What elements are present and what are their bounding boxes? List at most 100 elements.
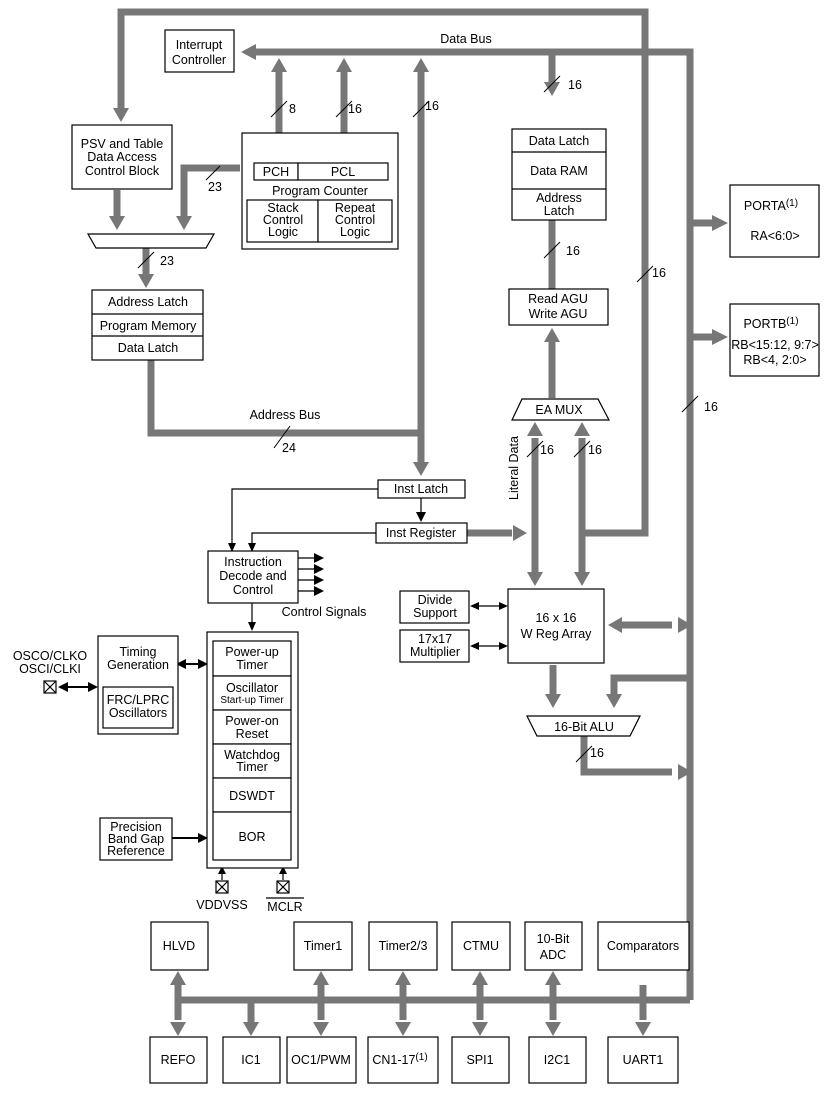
svg-text:Reset: Reset bbox=[236, 727, 269, 741]
agu-block: Read AGU Write AGU bbox=[508, 288, 609, 326]
svg-text:Generation: Generation bbox=[107, 658, 169, 672]
svg-text:16: 16 bbox=[425, 99, 439, 113]
peripheral-timer23: Timer2/3 bbox=[379, 939, 428, 953]
bus-labels: Data Bus Address Bus Control Signals Lit… bbox=[250, 32, 521, 619]
literal-data-label: Literal Data bbox=[507, 436, 521, 500]
porta: PORTA(1) RA<6:0> bbox=[729, 184, 820, 258]
svg-text:Repeat: Repeat bbox=[335, 201, 376, 215]
svg-text:VDDVSS: VDDVSS bbox=[196, 898, 247, 912]
svg-text:Power-up: Power-up bbox=[225, 645, 279, 659]
inst-latch: Inst Latch bbox=[377, 479, 466, 499]
peripheral-i2c1: I2C1 bbox=[544, 1053, 570, 1067]
svg-text:OSCO/CLKO: OSCO/CLKO bbox=[13, 649, 88, 663]
svg-text:Watchdog: Watchdog bbox=[224, 748, 280, 762]
svg-text:Logic: Logic bbox=[268, 225, 298, 239]
reset-timer-column: Power-up Timer Oscillator Start-up Timer… bbox=[206, 631, 299, 869]
address-bus bbox=[147, 360, 421, 437]
svg-text:Band Gap: Band Gap bbox=[108, 832, 164, 846]
instruction-decode: Instruction Decode and Control bbox=[207, 550, 299, 604]
svg-text:Oscillators: Oscillators bbox=[109, 706, 167, 720]
svg-text:RB<15:12, 9:7>: RB<15:12, 9:7> bbox=[731, 338, 819, 352]
svg-text:Data Latch: Data Latch bbox=[529, 134, 590, 148]
svg-text:Address Latch: Address Latch bbox=[108, 295, 188, 309]
svg-text:W Reg Array: W Reg Array bbox=[521, 627, 593, 641]
svg-text:Control: Control bbox=[233, 583, 273, 597]
portb: PORTB(1) RB<15:12, 9:7> RB<4, 2:0> bbox=[729, 303, 820, 377]
svg-text:Support: Support bbox=[413, 606, 457, 620]
svg-text:24: 24 bbox=[282, 441, 296, 455]
address-mux bbox=[86, 233, 216, 249]
svg-text:Control Block: Control Block bbox=[85, 164, 160, 178]
svg-text:23: 23 bbox=[160, 254, 174, 268]
peripheral-spi1: SPI1 bbox=[466, 1053, 493, 1067]
signal-lines bbox=[58, 488, 508, 880]
w-reg-array: 16 x 16 W Reg Array bbox=[507, 588, 605, 664]
svg-text:Data Access: Data Access bbox=[87, 150, 156, 164]
bus-width-markers: 8 16 16 16 23 23 24 16 16 16 16 16 16 bbox=[137, 75, 718, 763]
osc-pins: OSCO/CLKO OSCI/CLKI bbox=[13, 649, 88, 694]
svg-text:Oscillator: Oscillator bbox=[226, 681, 278, 695]
peripheral-hlvd: HLVD bbox=[163, 939, 195, 953]
peripheral-uart1: UART1 bbox=[623, 1053, 664, 1067]
alu: 16-Bit ALU bbox=[526, 715, 641, 737]
peripheral-timer1: Timer1 bbox=[304, 939, 342, 953]
svg-text:Timing: Timing bbox=[119, 645, 156, 659]
svg-text:16-Bit ALU: 16-Bit ALU bbox=[554, 720, 614, 734]
svg-text:Timer: Timer bbox=[236, 658, 267, 672]
pcl-label: PCL bbox=[331, 165, 355, 179]
svg-text:16: 16 bbox=[566, 244, 580, 258]
data-bus bbox=[255, 48, 694, 1000]
bus-lines bbox=[113, 8, 712, 1022]
svg-text:Interrupt: Interrupt bbox=[176, 38, 223, 52]
svg-text:DSWDT: DSWDT bbox=[229, 789, 275, 803]
svg-text:Multiplier: Multiplier bbox=[410, 645, 460, 659]
svg-text:Program Memory: Program Memory bbox=[100, 319, 197, 333]
svg-text:Precision: Precision bbox=[110, 820, 161, 834]
svg-text:23: 23 bbox=[208, 180, 222, 194]
peripheral-comparators: Comparators bbox=[607, 939, 679, 953]
svg-text:Inst Register: Inst Register bbox=[386, 526, 456, 540]
svg-text:Control: Control bbox=[335, 213, 375, 227]
svg-text:Controller: Controller bbox=[172, 53, 226, 67]
svg-text:Decode and: Decode and bbox=[219, 569, 286, 583]
svg-text:RA<6:0>: RA<6:0> bbox=[750, 229, 799, 243]
peripheral-oc1-pwm: OC1/PWM bbox=[291, 1053, 351, 1067]
peripheral-refo: REFO bbox=[161, 1053, 196, 1067]
svg-text:17x17: 17x17 bbox=[418, 632, 452, 646]
svg-text:16: 16 bbox=[348, 102, 362, 116]
peripherals-top: HLVD Timer1 Timer2/3 CTMU 10-Bit ADC Com… bbox=[150, 921, 690, 971]
inst-register: Inst Register bbox=[375, 522, 468, 544]
ea-mux: EA MUX bbox=[511, 398, 610, 421]
svg-text:PORTA(1): PORTA(1) bbox=[744, 198, 798, 213]
svg-text:16: 16 bbox=[540, 443, 554, 457]
svg-text:Read AGU: Read AGU bbox=[528, 292, 588, 306]
interrupt-controller: Interrupt Controller bbox=[164, 29, 235, 73]
svg-text:16: 16 bbox=[588, 443, 602, 457]
alu-to-bus bbox=[580, 735, 672, 776]
pch-label: PCH bbox=[263, 165, 289, 179]
svg-text:Data RAM: Data RAM bbox=[530, 164, 588, 178]
svg-text:Instruction: Instruction bbox=[224, 555, 282, 569]
svg-text:Power-on: Power-on bbox=[225, 714, 279, 728]
program-counter-label: Program Counter bbox=[272, 184, 368, 198]
svg-text:RB<4, 2:0>: RB<4, 2:0> bbox=[743, 353, 806, 367]
peripherals-bottom: REFO IC1 OC1/PWM CN1-17(1) SPI1 I2C1 UAR… bbox=[149, 1036, 679, 1084]
svg-text:FRC/LPRC: FRC/LPRC bbox=[107, 693, 170, 707]
peripheral-adc-line2: ADC bbox=[540, 948, 566, 962]
address-bus-label: Address Bus bbox=[250, 408, 321, 422]
svg-text:BOR: BOR bbox=[238, 830, 265, 844]
svg-text:Divide: Divide bbox=[418, 593, 453, 607]
svg-text:Write AGU: Write AGU bbox=[529, 307, 588, 321]
psv-feedback-bus bbox=[117, 8, 649, 537]
svg-text:Data Latch: Data Latch bbox=[118, 341, 179, 355]
svg-text:PSV and Table: PSV and Table bbox=[81, 137, 164, 151]
psv-control-block: PSV and Table Data Access Control Block bbox=[71, 124, 173, 190]
svg-text:Inst Latch: Inst Latch bbox=[394, 482, 448, 496]
bus-to-alu bbox=[610, 674, 690, 697]
program-memory-block: Address Latch Program Memory Data Latch bbox=[91, 289, 204, 361]
svg-text:Address: Address bbox=[536, 191, 582, 205]
peripheral-adc-line1: 10-Bit bbox=[537, 932, 570, 946]
svg-text:MCLR: MCLR bbox=[267, 900, 302, 914]
timing-generation: Timing Generation FRC/LPRC Oscillators bbox=[97, 635, 179, 735]
